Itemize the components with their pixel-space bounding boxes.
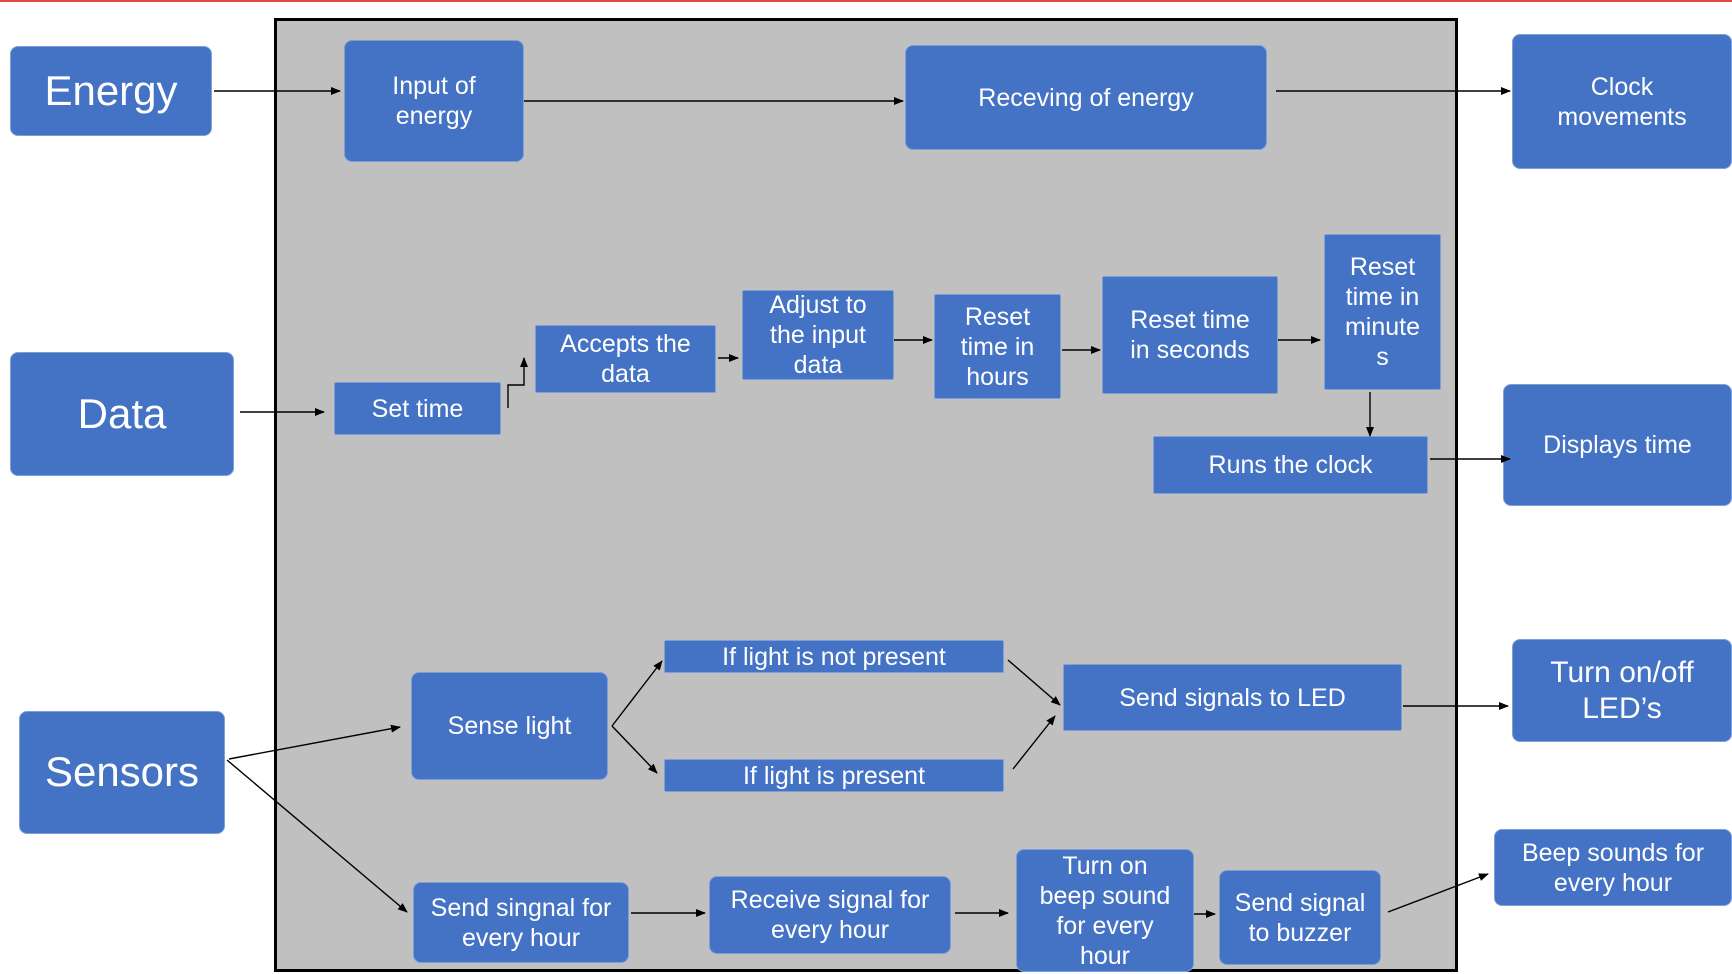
node-reset-seconds: Reset time in seconds <box>1102 276 1278 394</box>
node-reset-hours: Reset time in hours <box>934 294 1061 399</box>
input-energy: Energy <box>10 46 212 136</box>
node-receive-signal-hour: Receive signal for every hour <box>709 876 951 954</box>
node-input-of-energy: Input of energy <box>344 40 524 162</box>
output-clock-movements: Clock movements <box>1512 34 1732 169</box>
node-send-led: Send signals to LED <box>1063 664 1402 731</box>
node-turn-on-beep: Turn on beep sound for every hour <box>1016 849 1194 972</box>
node-light-not-present: If light is not present <box>664 640 1004 673</box>
input-data: Data <box>10 352 234 476</box>
input-sensors: Sensors <box>19 711 225 834</box>
node-runs-clock: Runs the clock <box>1153 436 1428 494</box>
output-turn-leds: Turn on/off LED’s <box>1512 639 1732 742</box>
system-boundary <box>274 18 1458 972</box>
top-rule <box>0 0 1732 2</box>
node-set-time: Set time <box>334 382 501 435</box>
node-reset-minutes: Reset time in minute s <box>1324 234 1441 390</box>
node-accepts-data: Accepts the data <box>535 325 716 393</box>
node-receiving-energy: Receving of energy <box>905 45 1267 150</box>
output-beep-sounds: Beep sounds for every hour <box>1494 829 1732 906</box>
node-light-present: If light is present <box>664 759 1004 792</box>
node-sense-light: Sense light <box>411 672 608 780</box>
output-displays-time: Displays time <box>1503 384 1732 506</box>
node-adjust-input: Adjust to the input data <box>742 290 894 380</box>
node-send-signal-hour: Send singnal for every hour <box>413 882 629 963</box>
node-send-buzzer: Send signal to buzzer <box>1219 870 1381 965</box>
